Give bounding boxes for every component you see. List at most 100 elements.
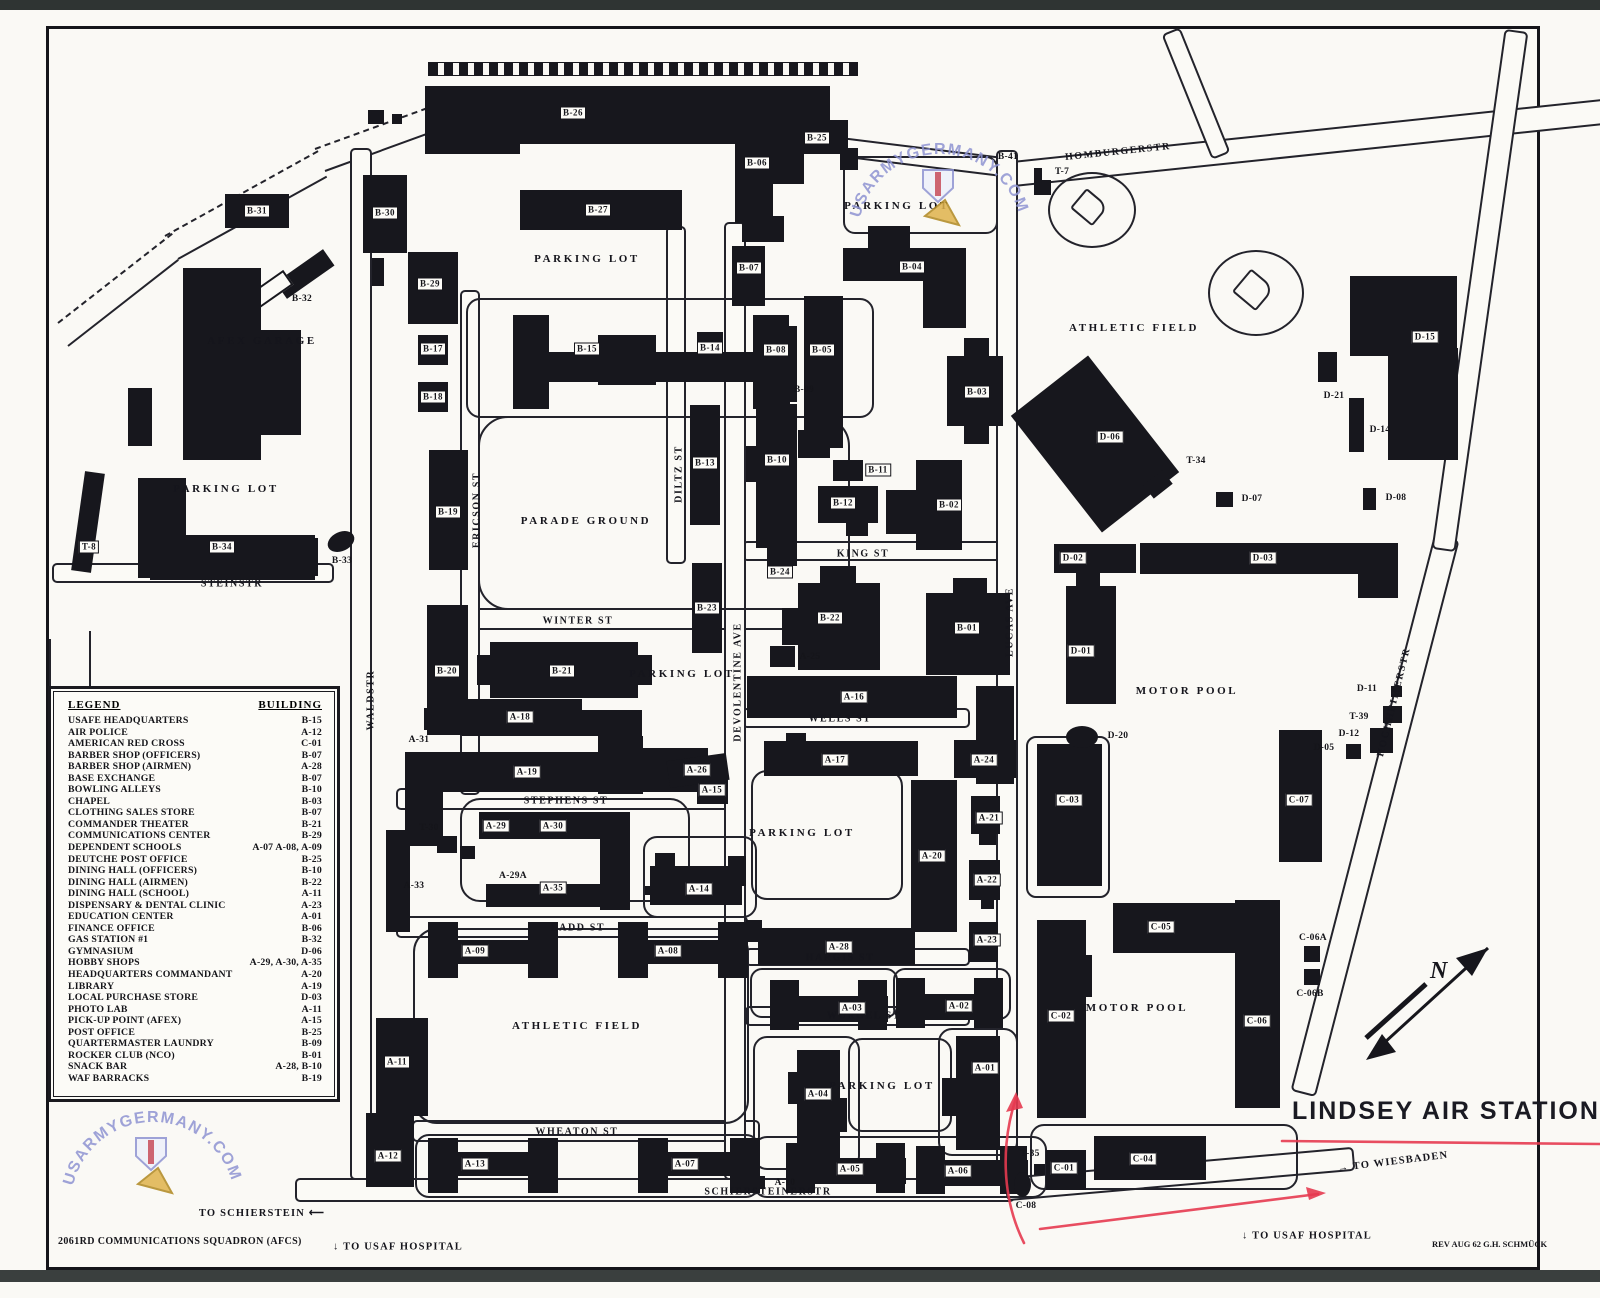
building-label-d-05: D-05 — [1313, 743, 1335, 753]
building-label-b-09: B-09 — [793, 385, 815, 395]
building-label-a-29a: A-29A — [499, 871, 527, 881]
legend-title: LEGEND — [68, 699, 121, 711]
building-part — [923, 248, 966, 328]
building-label-b-07: B-07 — [736, 261, 762, 275]
legend-building-code: A-23 — [301, 899, 322, 911]
street-label-winter-st: WINTER ST — [542, 615, 614, 627]
legend-facility-name: FINANCE OFFICE — [68, 922, 155, 934]
legend-building-code: A-28 — [301, 761, 322, 773]
legend-facility-name: COMMUNICATIONS CENTER — [68, 830, 211, 842]
legend-facility-name: QUARTERMASTER LAUNDRY — [68, 1038, 214, 1050]
building-b-11 — [833, 460, 863, 481]
building-b-10 — [756, 404, 797, 548]
legend-building-code: A-28, B-10 — [275, 1061, 322, 1073]
building-label-b-17: B-17 — [420, 342, 446, 356]
legend-facility-name: GYMNASIUM — [68, 945, 134, 957]
building-label-a-14: A-14 — [685, 882, 713, 896]
building-label-b-10: B-10 — [764, 453, 790, 467]
legend-facility-name: DINING HALL (SCHOOL) — [68, 888, 190, 900]
legend-building-code: B-15 — [301, 715, 322, 726]
legend-building-code: A-19 — [301, 980, 322, 992]
watermark-logo: USARMYGERMANY.COM — [60, 1109, 243, 1195]
baseball-field-1 — [1208, 250, 1304, 336]
building-part — [942, 1078, 962, 1116]
building-part — [655, 853, 675, 869]
building-a-01 — [956, 1036, 1000, 1150]
legend-facility-name: BOWLING ALLEYS — [68, 784, 161, 796]
building-label-d-15: D-15 — [1411, 330, 1439, 344]
building-label-d-20: D-20 — [1107, 731, 1129, 741]
area-label-athletic-field: ATHLETIC FIELD — [511, 1020, 643, 1032]
legend-building-code: C-01 — [301, 738, 322, 750]
building-label-a-24: A-24 — [970, 753, 998, 767]
legend-facility-name: BARBER SHOP (AIRMEN) — [68, 761, 192, 773]
building-label-b-03: B-03 — [964, 385, 990, 399]
building-label-b-30: B-30 — [372, 206, 398, 220]
building-label-a-15: A-15 — [698, 783, 726, 797]
legend-facility-name: POST OFFICE — [68, 1026, 136, 1038]
building-label-b-01: B-01 — [954, 621, 980, 635]
building-a-31 — [424, 708, 440, 730]
map-border-frame — [46, 26, 1540, 1270]
direction-label-to-usaf-hospital: ↓ TO USAF HOSPITAL — [1241, 1230, 1373, 1242]
building-label-b-24: B-24 — [767, 565, 793, 579]
legend-building-code: D-06 — [301, 945, 322, 957]
legend-facility-name: PHOTO LAB — [68, 1003, 128, 1015]
building-label-b-23: B-23 — [694, 601, 720, 615]
building-label-d-07: D-07 — [1241, 494, 1263, 504]
street-label-schiersteinerstr: SCHIERSTEINERSTR — [704, 1186, 832, 1198]
direction-label-to-usaf-hospital: ↓ TO USAF HOSPITAL — [332, 1241, 464, 1253]
legend-row: BARBER SHOP (AIRMEN) A-28 — [68, 761, 322, 773]
map-title: LINDSEY AIR STATION — [1292, 1097, 1600, 1125]
building-part — [798, 430, 830, 458]
legend-building-code: B-06 — [301, 922, 322, 934]
scan-edge-bottom — [0, 1270, 1600, 1282]
building-part — [886, 490, 950, 534]
legend-row: PICK-UP POINT (AFEX)A-15 — [68, 1015, 322, 1027]
building-label-a-30: A-30 — [539, 819, 567, 833]
building-a-10 — [752, 1176, 765, 1189]
building-label-b-20: B-20 — [434, 664, 460, 678]
building-label-b-33: B-33 — [331, 556, 353, 566]
area-label-parking-lot: PARKING LOT — [534, 253, 640, 265]
building-part — [979, 832, 996, 845]
building-part — [598, 736, 643, 794]
watermark-logo: USARMYGERMANY.COM — [847, 141, 1030, 227]
building-part — [746, 920, 762, 942]
building-label-a-01: A-01 — [971, 1061, 999, 1075]
building-a-33 — [386, 830, 410, 932]
building-a-13 — [428, 1152, 558, 1176]
street-label-stephens-st: STEPHENS ST — [523, 795, 609, 807]
building-label-d-11: D-11 — [1356, 684, 1378, 694]
legend-row: DINING HALL (SCHOOL) A-11 — [68, 888, 322, 900]
area-label-parking-lot: PARKING LOT — [844, 200, 950, 212]
building-label-b-41: B-41 — [997, 152, 1019, 162]
building-part — [637, 655, 652, 685]
legend-facility-name: BASE EXCHANGE — [68, 772, 156, 784]
building-b-15 — [513, 352, 789, 382]
legend-facility-name: WAF BARRACKS — [68, 1072, 150, 1084]
building-b-05 — [804, 296, 843, 448]
legend-facility-name: DINING HALL (OFFICERS) — [68, 865, 198, 877]
legend-facility-name: DINING HALL (AIRMEN) — [68, 876, 188, 888]
building-label-a-11: A-11 — [384, 1055, 410, 1069]
building-label-a-18: A-18 — [506, 710, 534, 724]
building-part — [372, 258, 384, 286]
building-label-t-30: T-30 — [419, 823, 439, 833]
legend-building-code: B-10 — [301, 865, 322, 877]
legend-building-code: A-11 — [301, 888, 322, 900]
building-a-03 — [770, 996, 888, 1022]
building-part — [405, 788, 443, 846]
area-label-athletic-field: ATHLETIC FIELD — [1068, 322, 1200, 334]
building-t-7 — [1034, 180, 1051, 195]
building-label-a-28: A-28 — [825, 940, 853, 954]
building-label-b-34: B-34 — [209, 540, 235, 554]
